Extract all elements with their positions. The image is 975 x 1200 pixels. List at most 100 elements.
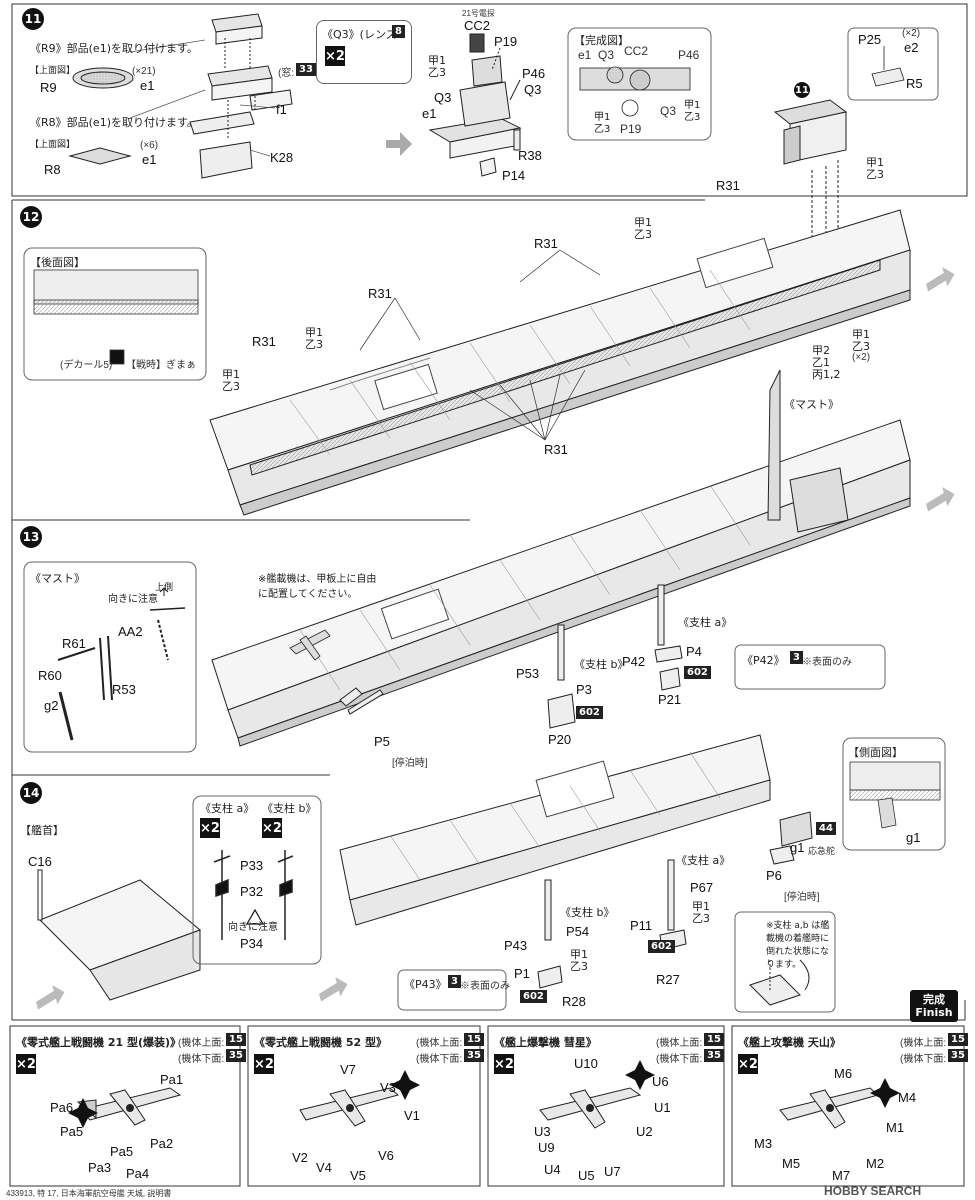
label-R8: R8 [44, 162, 61, 177]
label-hei12: 丙1,2 [812, 368, 841, 381]
label-Q3-right: Q3 [524, 82, 542, 97]
label-P3: P3 [576, 682, 592, 697]
label-kou1-14b: 甲1 [692, 900, 710, 913]
complete-label-kou1b: 甲1 [684, 100, 701, 111]
label-otsu3-e: 乙3 [852, 340, 870, 353]
complete-label-e1: e1 [578, 48, 592, 62]
step-14-number: 14 [20, 782, 42, 804]
aircraft-part-label: M1 [886, 1120, 905, 1135]
aircraft-part-label: U6 [652, 1074, 669, 1089]
badge-602-p4: 602 [684, 666, 711, 679]
aircraft-part-label: U10 [574, 1056, 598, 1071]
label-R9: R9 [40, 80, 57, 95]
badge-602-p1: 602 [520, 990, 547, 1003]
p25-detail-box [847, 27, 939, 101]
aircraft-part-label: V1 [404, 1108, 420, 1123]
q3-lens-badge: 8 [392, 25, 405, 38]
aircraft-body-bottom-badge: 35 [704, 1049, 724, 1062]
aircraft-body-top-badge: 15 [464, 1033, 484, 1046]
rear-decal-note: (デカール5) [60, 360, 113, 371]
fold-note: ※支柱 a,b は艦載機の着艦時に倒れた状態になります。 [766, 921, 830, 970]
fold-note-box [734, 911, 836, 1013]
emergency-rudder-note: 応急舵 [808, 846, 836, 856]
aircraft-part-label: V5 [350, 1168, 366, 1183]
step13-strut-parts [339, 584, 683, 729]
label-kou1-b: 甲1 [305, 326, 323, 339]
label-R31-a: R31 [544, 442, 568, 457]
finish-badge: 完成 Finish [910, 990, 958, 1023]
complete-label-otsu3b: 乙3 [684, 112, 701, 123]
p43-title: 《P43》 [404, 978, 447, 991]
strut-b-box-label: 《支柱 b》 [262, 802, 317, 815]
label-P11: P11 [630, 918, 653, 933]
p42-box [734, 644, 886, 690]
complete-label-otsu3a: 乙3 [594, 124, 611, 135]
q3-lens-title: 《Q3》(レンズ: [322, 28, 401, 41]
complete-view-title: 【完成図】 [574, 34, 629, 47]
label-P46: P46 [522, 66, 546, 81]
aircraft-part-label: U9 [538, 1140, 555, 1155]
step-arrow [386, 132, 412, 156]
label-e1-step11: e1 [422, 106, 437, 121]
e2-count: (×2) [902, 28, 921, 39]
label-R5: R5 [906, 76, 923, 91]
label-otsu3-a: 乙3 [222, 380, 240, 393]
label-kou1-e: 甲1 [852, 328, 870, 341]
aircraft-part-label: V2 [292, 1150, 308, 1165]
label-AA2: AA2 [118, 624, 143, 639]
aircraft-drawings [76, 1087, 880, 1129]
aircraft-body-bottom-note: (機体下面: [656, 1054, 703, 1065]
r8-top-view-label: 【上面図】 [30, 140, 76, 150]
moored-note-13: [停泊時] [392, 758, 428, 769]
mast-detail-title: 《マスト》 [30, 572, 85, 585]
label-P67: P67 [690, 880, 714, 895]
step13-carrier-hull [211, 369, 911, 747]
aircraft-placement-note: ※艦載機は、甲板上に自由に配置してください。 [258, 574, 377, 600]
finish-en: Finish [915, 1006, 953, 1020]
label-Q3-left: Q3 [434, 90, 452, 105]
aircraft-body-top-badge: 15 [948, 1033, 968, 1046]
label-kou1-a: 甲1 [222, 368, 240, 381]
moored-note-14: [停泊時] [784, 892, 820, 903]
label-otsu3-step11: 乙3 [428, 66, 446, 79]
label-P6: P6 [766, 868, 782, 883]
aircraft-multiplier: ×2 [16, 1054, 36, 1074]
label-otsu1: 乙1 [812, 356, 830, 369]
label-R31-b: R31 [252, 334, 276, 349]
aircraft-part-label: M4 [898, 1090, 917, 1105]
label-otsu3-14a: 乙3 [570, 960, 588, 973]
strut-caution: 向きに注意 [228, 922, 278, 933]
aircraft-part-label: M5 [782, 1156, 801, 1171]
aircraft-part-label: U7 [604, 1164, 621, 1179]
aircraft-part-label: Pa5 [60, 1124, 84, 1139]
step-11-ref-marker: 11 [794, 82, 810, 98]
label-otsu3-b: 乙3 [305, 338, 323, 351]
strut-a-box-label: 《支柱 a》 [200, 802, 255, 815]
complete-view-drawing [579, 66, 691, 117]
p42-title: 《P42》 [742, 654, 785, 667]
p42-badge: 3 [790, 651, 803, 664]
label-f1: f1 [276, 102, 287, 117]
aircraft-part-label: V4 [316, 1160, 332, 1175]
strut-a-label-13: 《支柱 a》 [678, 616, 733, 629]
label-g1-main: g1 [790, 840, 805, 855]
mast-detail-box [23, 561, 197, 753]
step12-deck-lines [289, 269, 751, 456]
p42-note: ※表面のみ [802, 657, 852, 668]
bow-title: 【艦首】 [20, 824, 64, 837]
label-R38: R38 [518, 148, 542, 163]
rear-view-drawing [33, 269, 199, 365]
label-P14: P14 [502, 168, 526, 183]
deck-aircraft-sample [289, 629, 331, 661]
step14-carrier-hull [339, 734, 771, 926]
strut-b-label-13: 《支柱 b》 [574, 658, 629, 671]
r8-note: 《R8》部品(e1)を取り付けます。 [30, 116, 198, 129]
aircraft-multiplier: ×2 [738, 1054, 758, 1074]
badge-602-p3: 602 [576, 706, 603, 719]
aircraft-part-label: U5 [578, 1168, 595, 1183]
label-P53: P53 [516, 666, 540, 681]
rear-view-title: 【後面図】 [30, 256, 85, 269]
aircraft-title: 《艦上攻撃機 天山》 [738, 1036, 841, 1049]
label-R31-c: R31 [368, 286, 392, 301]
aircraft-body-bottom-note: (機体下面: [900, 1054, 947, 1065]
